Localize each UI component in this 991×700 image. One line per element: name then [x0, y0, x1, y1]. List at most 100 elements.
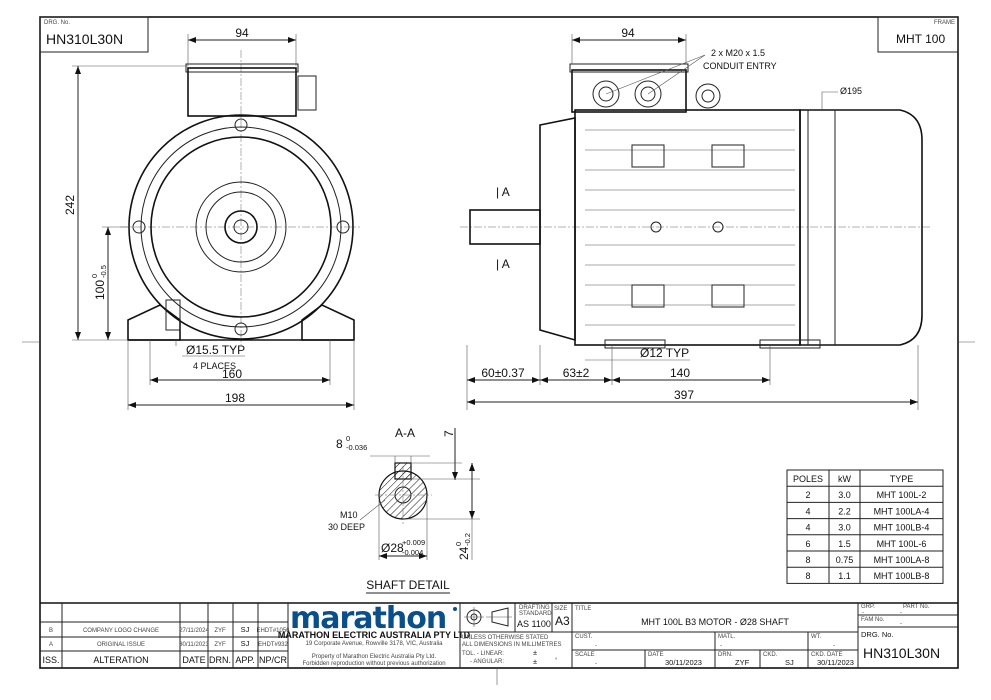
table-cell: MHT 100L-2 — [877, 490, 927, 500]
company-name: MARATHON ELECTRIC AUSTRALIA PTY LTD — [278, 630, 471, 640]
tol-linear-label: TOL. - LINEAR: — [462, 651, 504, 657]
section-mark-bottom: | A — [496, 257, 510, 271]
units-line-1: UNLESS OTHERWISE STATED — [462, 635, 549, 641]
shaft-detail: A-A 8 0 -0.036 7 24 0 -0.2 M10 30 DEEP Ø… — [328, 426, 480, 594]
revision-cell: EHDT#1056 — [256, 628, 290, 634]
scale-value: - — [595, 661, 597, 667]
front-dim-100-tol-lower: -0.5 — [99, 265, 108, 278]
projection-symbol-icon — [464, 607, 512, 627]
drawing-number-box: DRG. No. HN310L30N — [39, 16, 149, 53]
drafting-standard: AS 1100 — [517, 619, 551, 629]
table-cell: 1.5 — [838, 539, 851, 549]
revision-header: DRN. — [209, 655, 231, 665]
revision-cell: EHDT#932 — [258, 642, 288, 648]
front-dim-242: 242 — [63, 195, 77, 215]
wt-label: WT. — [811, 634, 822, 640]
side-dim-397: 397 — [674, 388, 694, 402]
company-address: 19 Corporate Avenue, Rowville 3178, VIC,… — [306, 641, 444, 647]
front-dim-94: 94 — [235, 26, 249, 40]
side-dim-63: 63±2 — [563, 366, 590, 380]
drafting-label-2: STANDARD — [519, 611, 552, 617]
key-width-tol-lower: -0.036 — [346, 443, 367, 452]
drn-label: DRN. — [718, 652, 733, 658]
date-value: 30/11/2023 — [665, 658, 702, 667]
table-cell: 4 — [805, 506, 810, 516]
side-dim-60: 60±0.37 — [481, 366, 525, 380]
drafting-label-1: DRAFTING — [519, 605, 550, 611]
tol-angular-value: ± — [533, 657, 537, 666]
key-depth: 24 — [457, 546, 471, 560]
frame-value: MHT 100 — [896, 32, 945, 46]
revision-header: ISS. — [42, 655, 59, 665]
cust-label: CUST. — [575, 634, 593, 640]
front-view: 94 242 100 0 -0.5 Ø15.5 TYP 4 PLACES 160… — [63, 26, 360, 410]
grp-value: - — [862, 610, 864, 616]
table-cell: 8 — [805, 571, 810, 581]
revision-header: DATE — [182, 655, 205, 665]
table-cell: 6 — [805, 539, 810, 549]
title-drg-no: HN310L30N — [863, 645, 940, 661]
table-cell: 2 — [805, 490, 810, 500]
date-label: DATE — [648, 652, 664, 658]
side-hole-label: Ø12 TYP — [640, 346, 689, 360]
side-dim-140: 140 — [670, 366, 690, 380]
shaft-dia: Ø28 — [381, 541, 404, 555]
property-line-2: Forbidden reproduction without previous … — [302, 661, 445, 667]
table-cell: MHT 100LB-4 — [874, 523, 930, 533]
tol-linear-value: ± — [533, 648, 537, 657]
sheet-size: A3 — [555, 614, 570, 628]
table-row: 8 1.1 MHT 100LB-8 — [805, 571, 929, 581]
section-title: A-A — [395, 426, 415, 440]
conduit-label-2: CONDUIT ENTRY — [703, 61, 777, 71]
title-drg-no-label: DRG. No. — [861, 630, 894, 639]
grp-label: GRP. — [861, 604, 875, 610]
front-dim-100-tol-upper: 0 — [90, 274, 99, 278]
key-width-tol-upper: 0 — [346, 434, 350, 443]
part-no-label: PART No. — [903, 604, 930, 610]
title-label: TITLE — [575, 606, 591, 612]
revision-cell: SJ — [241, 625, 250, 634]
table-cell: MHT 100LB-8 — [874, 571, 930, 581]
side-dim-195: Ø195 — [840, 86, 862, 96]
front-hole-label: Ø15.5 TYP — [186, 343, 245, 357]
table-cell: MHT 100LA-8 — [874, 555, 930, 565]
key-height: 7 — [442, 430, 456, 437]
key-width: 8 — [336, 437, 343, 451]
table-frame — [786, 469, 944, 584]
wt-value: - — [833, 643, 835, 649]
front-dim-100: 100 — [93, 280, 107, 300]
key-depth-tol-lower: -0.2 — [463, 533, 472, 546]
revision-cell: B — [49, 628, 53, 634]
logo-text: marathon — [290, 601, 446, 636]
tol-angular-unit: ° — [555, 658, 558, 664]
revision-cell: SJ — [241, 639, 250, 648]
drawing-title: MHT 100L B3 MOTOR - Ø28 SHAFT — [641, 617, 789, 627]
fam-no-value: - — [900, 621, 902, 627]
revision-cell: A — [49, 642, 53, 648]
revision-header: ALTERATION — [93, 655, 148, 665]
table-header: kW — [838, 474, 852, 484]
cust-value: - — [595, 643, 597, 649]
drg-no: HN310L30N — [46, 31, 123, 47]
sheet-border — [39, 16, 959, 669]
drn-value: ZYF — [735, 658, 750, 667]
table-cell: 1.1 — [838, 571, 851, 581]
table-cell: MHT 100LA-4 — [874, 506, 930, 516]
table-cell: 3.0 — [838, 523, 851, 533]
units-line-2: ALL DIMENSIONS IN MILLIMETRES — [462, 642, 561, 648]
table-cell: MHT 100L-6 — [877, 539, 927, 549]
ckd-date-value: 30/11/2023 — [817, 658, 854, 667]
table-row: 6 1.5 MHT 100L-6 — [805, 539, 926, 549]
tol-angular-label: - ANGULAR: — [470, 659, 504, 665]
ckd-label: CKD. — [763, 652, 778, 658]
tap-label-2: 30 DEEP — [328, 522, 365, 532]
front-hole-places: 4 PLACES — [193, 361, 236, 371]
property-line-1: Property of Marathon Electric Australia … — [312, 654, 437, 660]
revision-cell: 30/11/2023 — [179, 642, 209, 648]
table-cell: 3.0 — [838, 490, 851, 500]
